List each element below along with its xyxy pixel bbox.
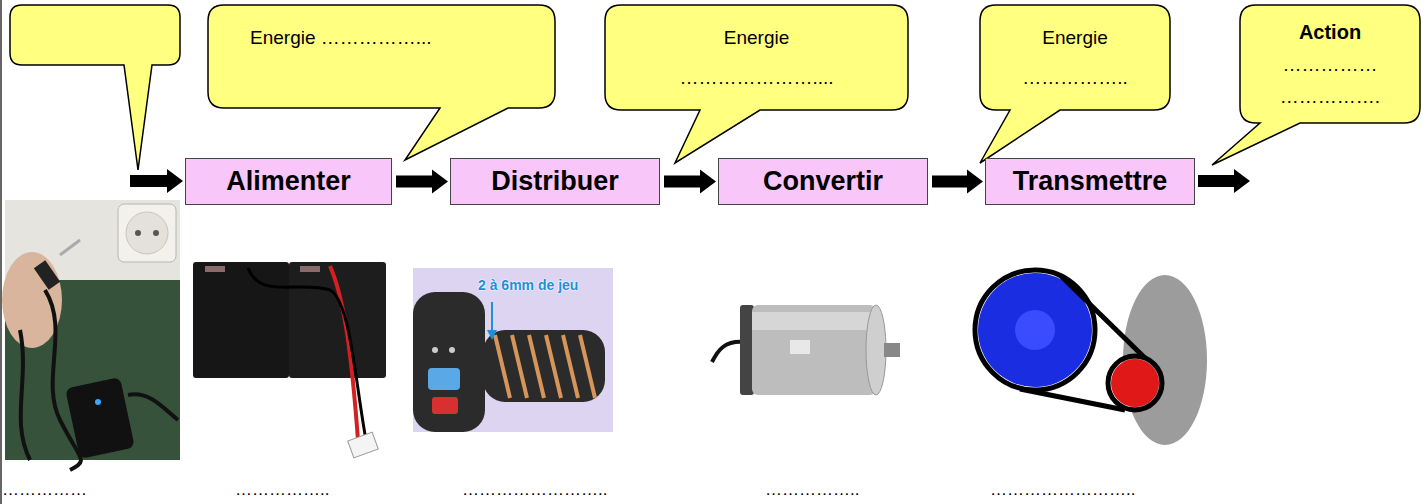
answer-dots: …………………….. [462, 480, 607, 500]
callout-outline [605, 5, 908, 110]
process-box: Convertir [718, 158, 928, 205]
process-box: Transmettre [985, 158, 1195, 205]
speech-callout: Energie ………………….... [605, 5, 908, 110]
answer-dots: ……………. [1280, 86, 1380, 108]
callout-content: Action …………… ……………. [1240, 5, 1420, 123]
function-label: Alimenter [226, 166, 351, 197]
answer-dots: …………… [1283, 54, 1378, 76]
callout-heading: Action [1299, 21, 1361, 44]
callout-shape [208, 5, 555, 160]
charger-photo [2, 200, 180, 470]
speech-callout: Action …………… ……………. [1240, 5, 1420, 123]
motor-photo [712, 305, 900, 395]
function-label: Transmettre [1013, 166, 1168, 197]
arrow-shape [664, 170, 716, 194]
belt-drive-photo [975, 270, 1207, 445]
answer-dots: …………….. [1022, 67, 1128, 89]
callout-heading: Energie [1042, 27, 1108, 49]
flow-arrow [396, 170, 448, 194]
callout-shape [605, 5, 908, 163]
callout-heading: Energie ……………... [250, 27, 432, 49]
answer-dots: …………………….. [990, 480, 1135, 500]
process-box: Distribuer [450, 158, 660, 205]
callout-shape [980, 5, 1170, 163]
speech-callout: Energie ……………... [208, 5, 555, 108]
frame-line [0, 0, 2, 504]
speech-callout: Energie …………….. [980, 5, 1170, 110]
callout-outline [208, 5, 555, 108]
input-arrow [130, 169, 183, 193]
answer-dots: ………………….... [679, 67, 833, 89]
empty-callout [10, 5, 180, 170]
flow-arrow [932, 170, 983, 194]
callout-heading: Energie [724, 27, 790, 49]
arrow-shape [396, 170, 448, 194]
callout-content: Energie ……………... [208, 5, 555, 108]
handlebar-photo [413, 268, 613, 432]
callout-content: Energie …………….. [980, 5, 1170, 110]
answer-dots: …………….. [765, 480, 859, 500]
arrow-shape [932, 170, 983, 194]
answer-dots: …………… [2, 480, 87, 500]
function-label: Distribuer [491, 166, 619, 197]
flow-arrow [664, 170, 716, 194]
batteries-photo [193, 262, 386, 458]
function-label: Convertir [763, 166, 883, 197]
answer-dots: …………….. [235, 480, 329, 500]
output-arrow [1198, 169, 1250, 193]
photo-annotation: 2 à 6mm de jeu [478, 277, 578, 293]
process-box: Alimenter [185, 158, 392, 205]
callout-content: Energie ………………….... [605, 5, 908, 110]
callout-outline [980, 5, 1170, 110]
callout-shape [1212, 5, 1420, 165]
